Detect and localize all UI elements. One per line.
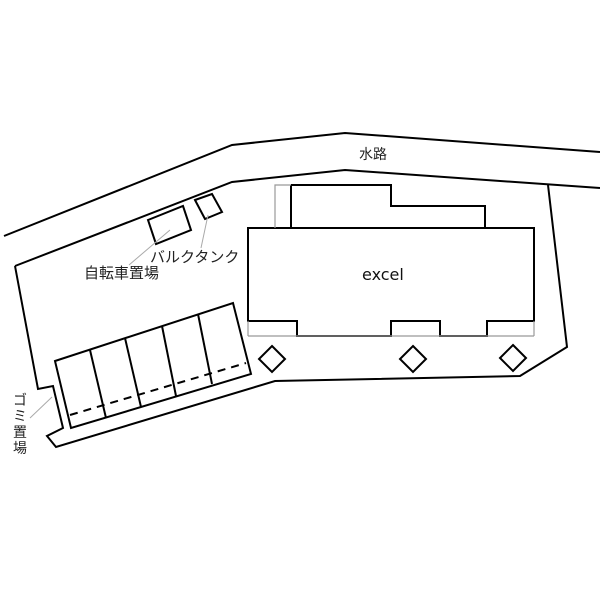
waterway-lower-bank [14,168,600,267]
planting-marker-2 [398,344,428,374]
parking-stop-line [69,362,247,416]
parking-block [53,301,253,430]
bulk-tank-structure [193,192,224,221]
building-name-label: excel [362,265,404,284]
parking-divider-2 [124,337,142,408]
parking-divider-1 [89,349,107,419]
waterway-label: 水路 [359,147,387,163]
building-annex-line [274,184,291,228]
site-boundary [14,184,569,449]
garbage-area-label: ゴミ置場 [13,393,27,457]
planting-marker-3 [498,343,528,373]
planting-marker-1 [257,344,287,374]
bulk-leader-line [200,214,209,249]
garbage-leader-line [29,396,53,419]
building-outline [247,184,535,337]
parking-divider-4 [197,313,213,385]
bicycle-parking-structure [146,204,193,246]
bicycle-parking-label: 自転車置場 [84,264,160,282]
bike-leader-line [128,229,171,266]
bulk-tank-label: バルクタンク [150,248,240,266]
waterway-upper-bank [3,131,600,237]
parking-divider-3 [161,325,177,397]
